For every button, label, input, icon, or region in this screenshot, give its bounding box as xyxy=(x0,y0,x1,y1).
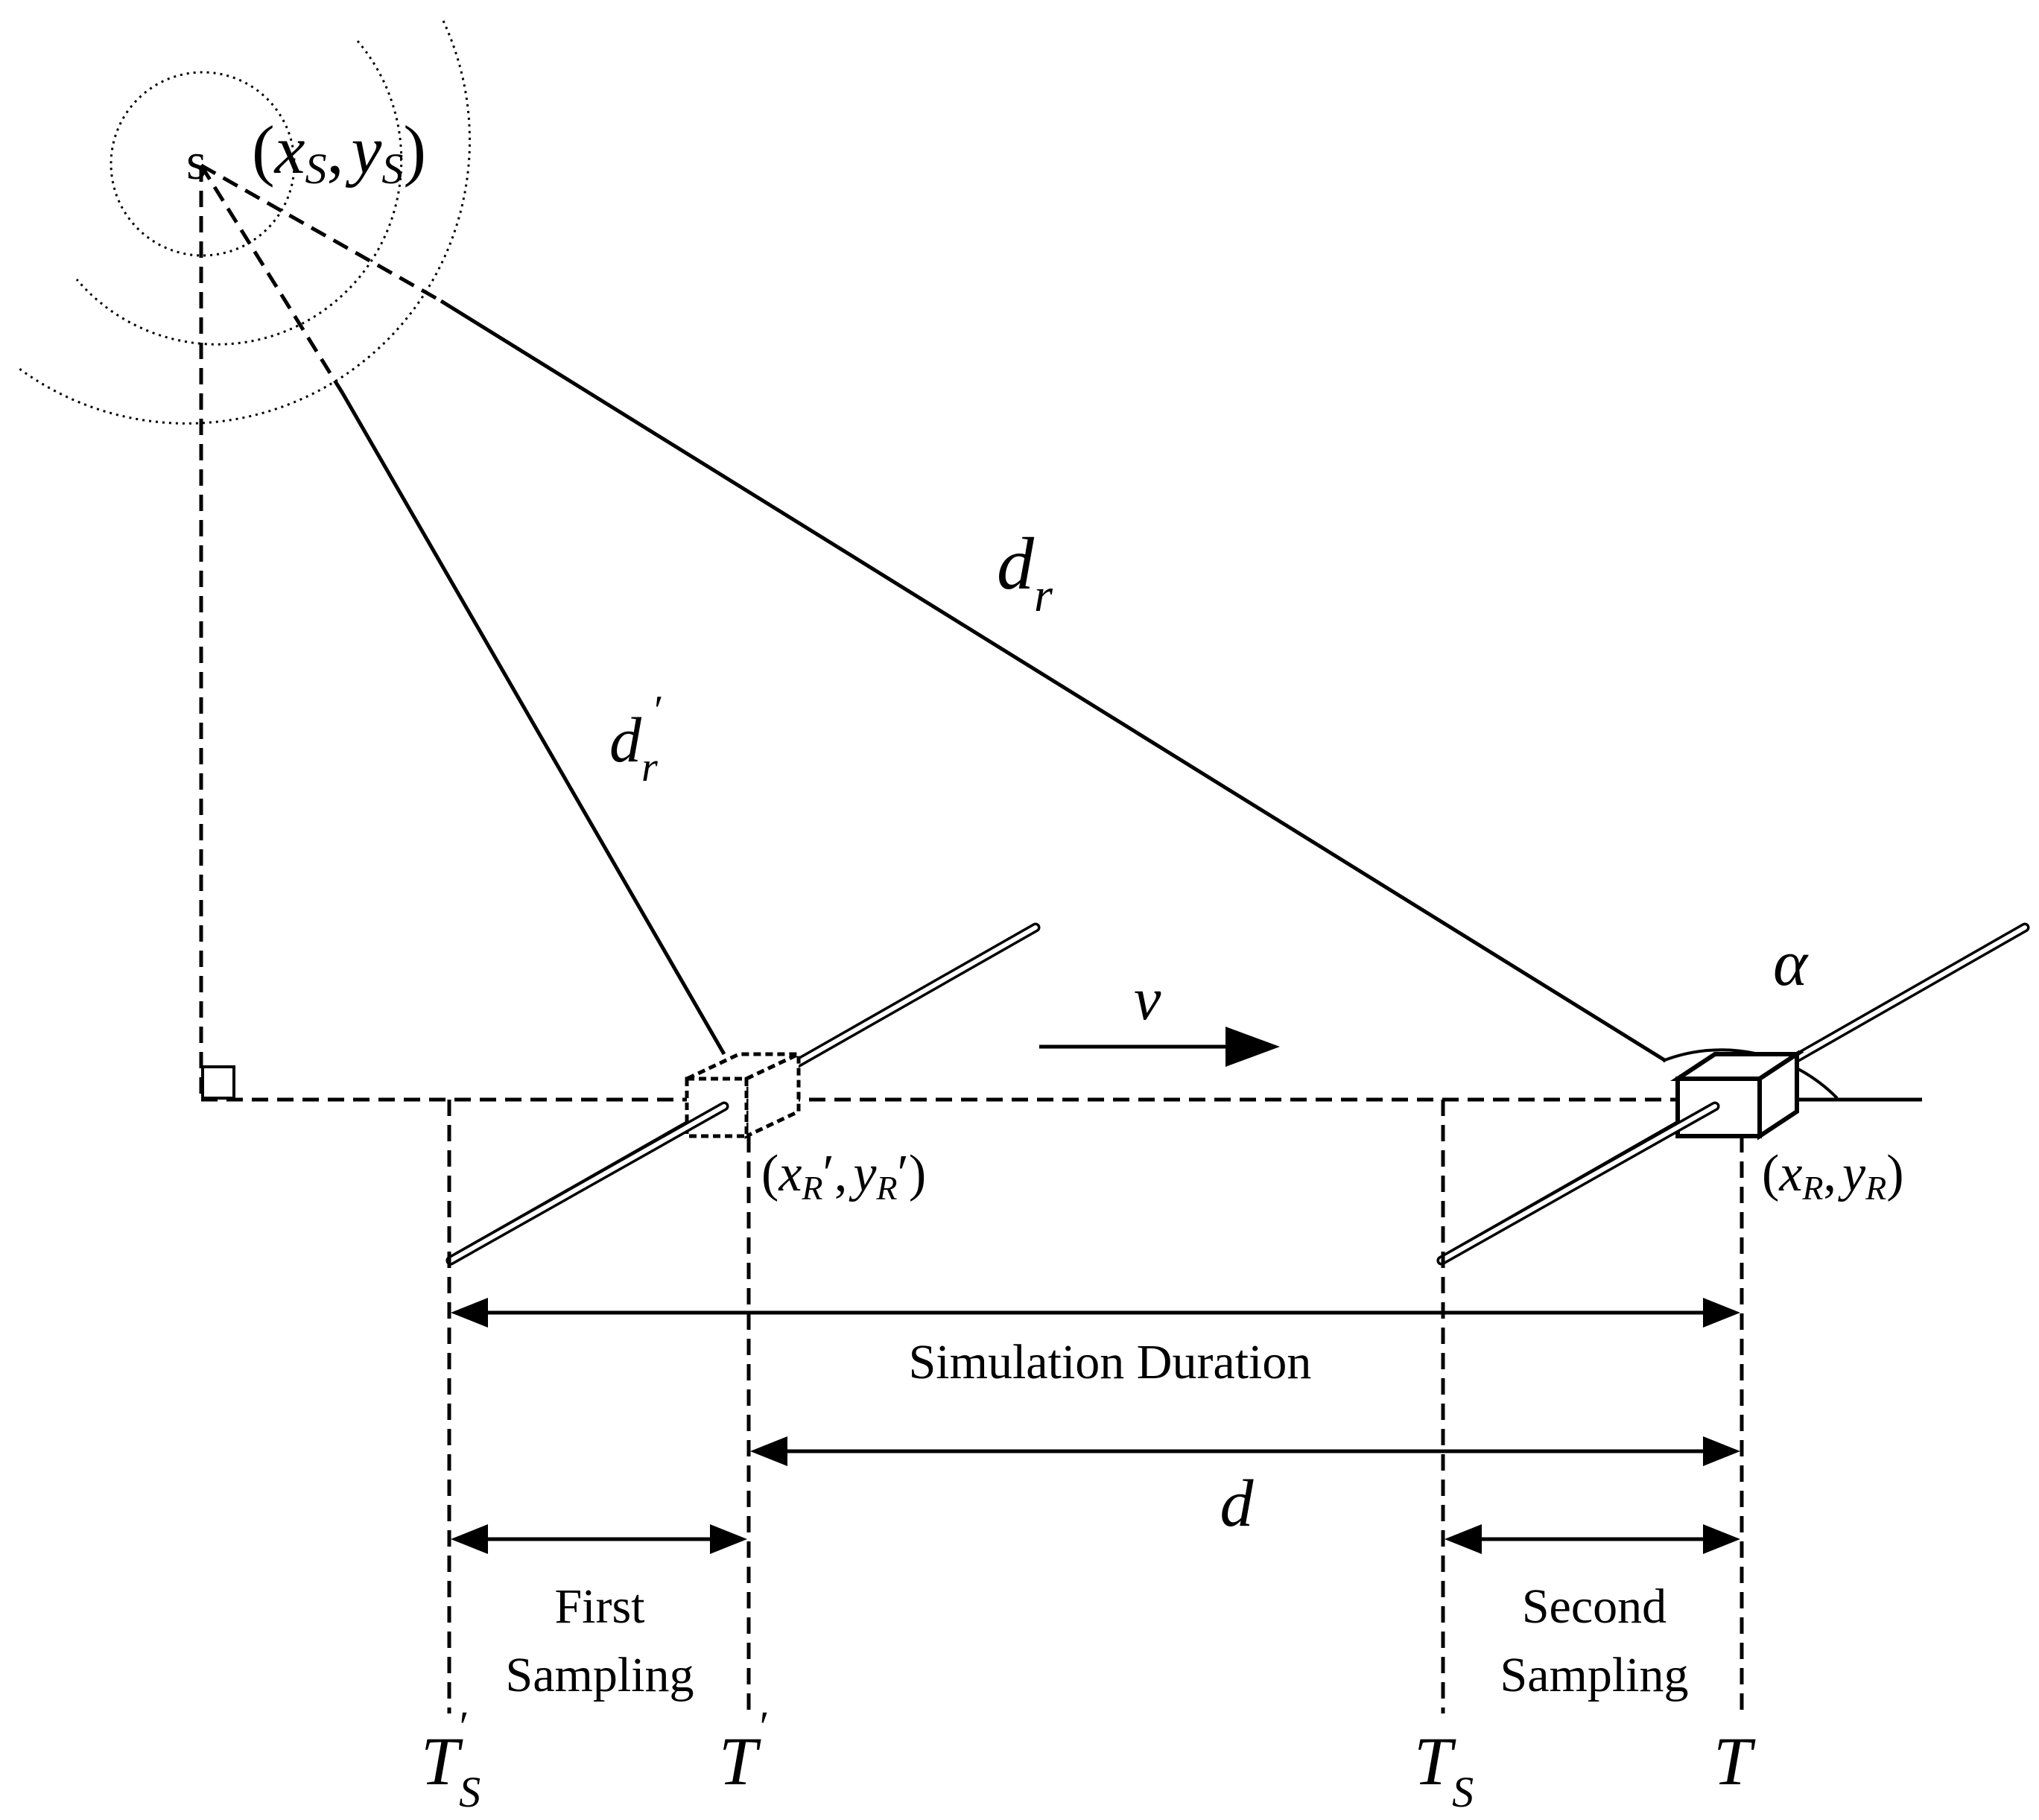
second-sampling-arrow xyxy=(1445,1524,1740,1554)
time-tick-lines xyxy=(447,1100,1744,1713)
receiver-prev-group xyxy=(445,922,1041,1266)
antenna-prev-front xyxy=(445,1101,729,1266)
receiver-prev-box xyxy=(685,1051,801,1139)
simulation-duration-label: Simulation Duration xyxy=(909,1335,1312,1389)
dr-prime-line xyxy=(340,392,726,1056)
source-label: s xyxy=(186,133,206,191)
velocity-label: v xyxy=(1134,965,1161,1033)
dr-line xyxy=(440,299,1667,1063)
time-mark-ts: TS xyxy=(1414,1723,1474,1816)
right-angle-marker xyxy=(201,1065,235,1100)
source-to-cur-receiver-dashed xyxy=(200,163,443,303)
first-sampling-label-line2: Sampling xyxy=(505,1648,694,1702)
source-coordinate: (xS,yS) xyxy=(252,112,426,193)
receiver-cur-box xyxy=(1670,1050,1804,1141)
second-sampling-label-line2: Sampling xyxy=(1500,1648,1688,1702)
first-sampling-arrow xyxy=(451,1524,747,1554)
time-mark-t: T xyxy=(1713,1723,1756,1799)
wave-ring-inner xyxy=(110,71,296,257)
receiver-cur-group xyxy=(1436,922,2030,1266)
distance-lines xyxy=(340,299,1922,1102)
source-to-prev-receiver-dashed xyxy=(199,164,345,395)
second-sampling-label-line1: Second xyxy=(1522,1579,1667,1634)
antenna-cur-front xyxy=(1436,1101,1720,1266)
dr-prime-label: dr′ xyxy=(609,688,662,790)
time-mark-t-prime: T′ xyxy=(719,1702,767,1799)
reference-dashed-lines xyxy=(199,163,1676,1102)
first-sampling-label-line1: First xyxy=(554,1579,644,1634)
signal-wave-rings xyxy=(16,20,471,425)
angle-label: α xyxy=(1773,928,1809,1000)
simulation-duration-arrow xyxy=(451,1298,1740,1328)
velocity-arrow xyxy=(1039,1027,1280,1067)
d-label: d xyxy=(1220,1467,1255,1541)
span-arrows xyxy=(451,1298,1740,1554)
d-span-arrow xyxy=(750,1436,1740,1466)
time-mark-ts-prime: TS′ xyxy=(421,1702,481,1816)
receiver-cur-coordinate: (xR,yR) xyxy=(1762,1145,1904,1207)
wave-ring-middle xyxy=(75,40,403,346)
receiver-prev-coordinate: (xR′,yR′) xyxy=(761,1145,926,1207)
dr-label: dr xyxy=(997,522,1053,621)
wave-ring-outer xyxy=(16,20,471,425)
